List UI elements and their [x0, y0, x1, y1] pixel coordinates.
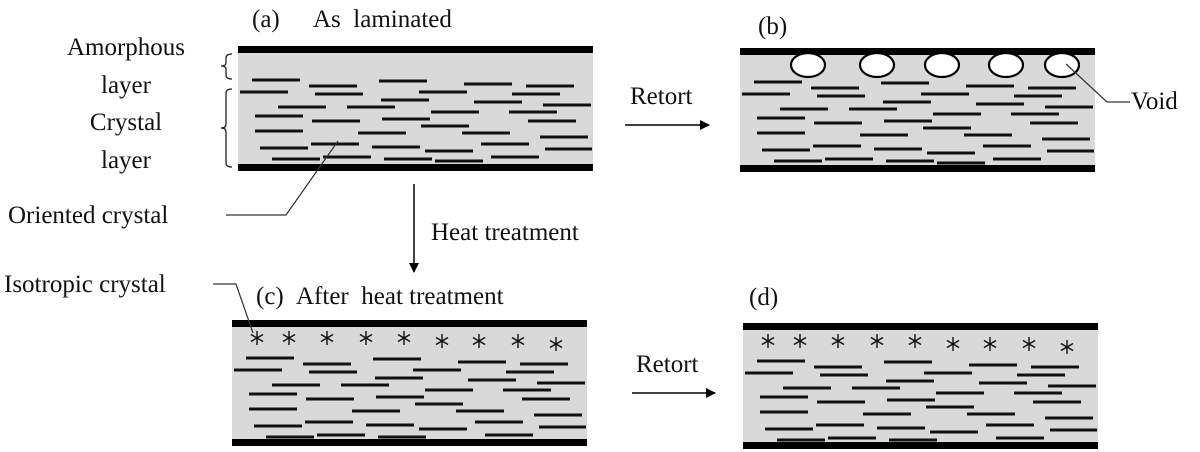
asterisk-spoke: [1022, 339, 1036, 349]
isotropic-crystal-icon: [511, 334, 525, 348]
isotropic-crystal-icon: [1022, 337, 1036, 351]
asterisk-spoke: [549, 339, 563, 349]
panel-a-tag: (a): [252, 6, 280, 33]
asterisk-spoke: [831, 336, 845, 346]
isotropic-crystal-icon: [1060, 340, 1074, 354]
film-top-layer: [232, 320, 587, 327]
asterisk-spoke: [435, 336, 449, 346]
void: [1043, 51, 1081, 79]
void: [987, 51, 1025, 79]
panel-d-heat-treated-after-retort: [743, 323, 1098, 449]
isotropic-crystal-icon: [870, 334, 884, 348]
asterisk-spoke: [320, 333, 334, 343]
isotropic-crystal-icon: [320, 331, 334, 345]
crystal-layer-label-line1: Crystal: [90, 109, 162, 136]
isotropic-crystal-icon: [983, 337, 997, 351]
film-bottom-layer: [238, 164, 593, 171]
panel-c-title: After heat treatment: [296, 283, 504, 310]
asterisk-spoke: [250, 333, 264, 343]
film-bottom-layer: [743, 442, 1098, 449]
retort-label-bottom: Retort: [636, 351, 699, 378]
asterisk-spoke: [359, 333, 373, 343]
panel-b-tag: (b): [758, 13, 787, 40]
panel-a-as-laminated: [238, 46, 593, 171]
crystal-layer-brace: [220, 88, 233, 168]
film-bottom-layer: [740, 165, 1095, 172]
isotropic-crystal-icon: [549, 337, 563, 351]
amorphous-layer-brace: [220, 53, 233, 80]
panel-a-title: As laminated: [313, 6, 452, 33]
panel-b-after-retort: [740, 48, 1095, 172]
film-body: [743, 329, 1098, 443]
void-label: Void: [1131, 88, 1178, 115]
isotropic-crystal-icon: [435, 334, 449, 348]
void: [858, 51, 896, 79]
heat-treatment-label: Heat treatment: [431, 219, 579, 246]
isotropic-crystal-icon: [793, 334, 807, 348]
film-bottom-layer: [232, 439, 587, 446]
isotropic-crystal-icon: [831, 334, 845, 348]
asterisk-spoke: [908, 336, 922, 346]
crystal-layer-label-line2: layer: [101, 147, 152, 174]
isotropic-crystal-leader-line: [213, 283, 254, 334]
asterisk-spoke: [1060, 342, 1074, 352]
film-body: [232, 326, 587, 440]
amorphous-layer-label-line2: layer: [101, 72, 152, 99]
asterisk-spoke: [983, 339, 997, 349]
isotropic-crystal-icon: [946, 337, 960, 351]
film-top-layer: [743, 323, 1098, 330]
oriented-crystal-label: Oriented crystal: [8, 202, 168, 229]
retort-label-top: Retort: [630, 83, 693, 110]
asterisk-spoke: [946, 339, 960, 349]
isotropic-crystal-icon: [250, 331, 264, 345]
isotropic-crystal-icon: [359, 331, 373, 345]
oriented-crystal-leader-line: [226, 140, 339, 216]
void-leader-line: [1065, 63, 1130, 103]
void: [789, 51, 827, 79]
asterisk-spoke: [870, 336, 884, 346]
panel-d-tag: (d): [749, 284, 778, 311]
isotropic-crystal-icon: [472, 334, 486, 348]
void: [923, 51, 961, 79]
panel-c-after-heat-treatment: [232, 320, 587, 446]
isotropic-crystal-label: Isotropic crystal: [4, 271, 166, 298]
amorphous-layer-label-line1: Amorphous: [67, 34, 185, 61]
asterisk-spoke: [282, 333, 296, 343]
asterisk-spoke: [397, 333, 411, 343]
isotropic-crystal-icon: [282, 331, 296, 345]
asterisk-spoke: [511, 336, 525, 346]
asterisk-spoke: [472, 336, 486, 346]
film-top-layer: [740, 48, 1095, 55]
film-top-layer: [238, 46, 593, 53]
isotropic-crystal-icon: [761, 334, 775, 348]
asterisk-spoke: [761, 336, 775, 346]
isotropic-crystal-icon: [908, 334, 922, 348]
isotropic-crystal-icon: [397, 331, 411, 345]
asterisk-spoke: [793, 336, 807, 346]
panel-c-tag: (c): [256, 283, 284, 310]
